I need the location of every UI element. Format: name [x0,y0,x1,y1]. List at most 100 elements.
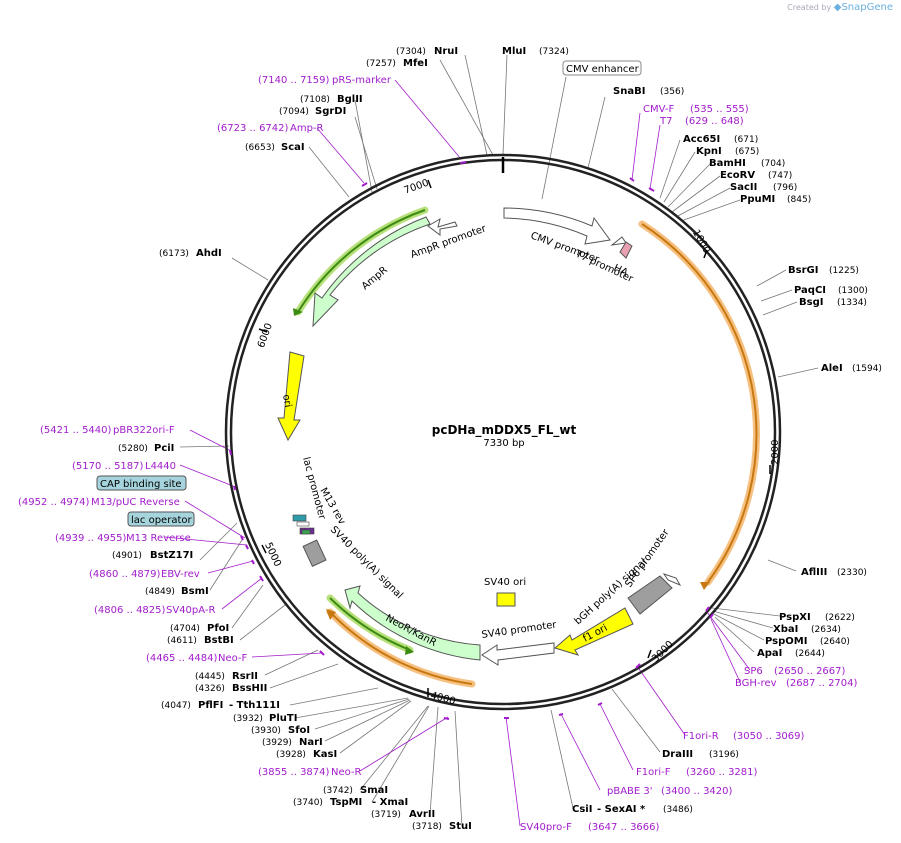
enzyme-stui: StuI [449,821,472,832]
enzyme-bsrgi-pos: (1225) [829,266,859,276]
orf-glow [638,220,760,586]
tick-2000: 2000 [770,440,781,465]
primer-ebv-rev: EBV-rev [161,569,200,580]
enzyme-scai: ScaI [281,142,305,153]
primer-f1ori-r-pos: (3050 .. 3069) [733,731,805,742]
label-ori: ori [280,394,293,409]
enzyme-bamhi: BamHI [709,158,746,169]
primer-neo-f: Neo-F [218,653,248,664]
sv40-promoter-arrow [481,642,555,666]
enzyme-pspxi: PspXI [779,612,811,623]
enzyme-ahdi: AhdI [196,248,222,259]
tick-4000: 4000 [429,690,456,707]
label-sv40-polya: SV40 poly(A) signal [328,524,405,601]
primer-pbr322ori-f: pBR322ori-F [113,425,175,436]
svg-text:CAP binding site: CAP binding site [100,479,182,490]
sp6-promoter-arrow [662,573,682,587]
enzyme-avrii-pos: (3719) [371,810,401,820]
enzyme-pluti-pos: (3932) [233,714,263,724]
enzyme-nari: NarI [299,737,323,748]
tick-6000: 6000 [256,322,275,350]
neor-arrowhead [405,646,414,655]
orf-arrowhead [700,582,710,590]
primer-l4440-pos: (5170 .. 5187) [72,461,144,472]
enzyme-smai: SmaI [360,785,388,796]
backbone-outer [224,153,782,711]
enzyme-pspomi: PspOMI [765,636,807,647]
enzyme-kpni: KpnI [696,146,722,157]
enzyme-acc65i: Acc65I [683,134,720,145]
primer-m13-puc-reverse-pos: (4952 .. 4974) [18,497,90,508]
enzyme-sfoi-pos: (3930) [251,726,281,736]
primer-t7: T7 [659,116,672,127]
t7-promoter-arrow [610,236,627,246]
primer-m13-puc-reverse: M13/pUC Reverse [91,497,180,508]
primer-pbabe-3: pBABE 3' [607,786,653,797]
enzyme-stui-pos: (3718) [412,822,442,832]
enzyme-bstbi-pos: (4611) [167,636,197,646]
enzyme-bglii-pos: (7108) [300,95,330,105]
enzyme-kasi-pos: (3928) [276,750,306,760]
primer-prs-marker-pos: (7140 .. 7159) [258,75,330,86]
lac-promoter-glyph [292,514,315,535]
enzyme-snabi: SnaBI [613,86,645,97]
cmv-promoter-arrow [503,207,611,245]
enzyme-nari-pos: (3929) [262,738,292,748]
enzyme-sexai: - SexAI * [597,804,646,815]
enzyme-ecorv-pos: (747) [768,171,792,181]
enzyme-paqci: PaqCI [794,285,826,296]
bgh-polya-box [627,575,673,615]
enzyme-pcii: PciI [154,443,174,454]
enzyme-apai-pos: (2644) [795,649,825,659]
ampr-promoter-arrow [427,217,458,236]
enzyme-pluti: PluTI [269,713,297,724]
primer-bgh-rev: BGH-rev [735,678,777,689]
enzyme-bsshii: BssHII [232,683,267,694]
ampr-arrow [312,216,431,328]
enzyme-sfoi: SfoI [288,725,310,736]
primer-sv40pro-f: SV40pro-F [520,822,572,833]
enzyme-sgrdi: SgrDI [315,106,346,117]
label-sv40-promoter: SV40 promoter [481,619,558,641]
sv40-polya-box [302,539,327,568]
enzyme-bsmi-pos: (4849) [145,587,175,597]
primer-neo-r-pos: (3855 .. 3874) [258,767,330,778]
enzyme-nrui-pos: (7304) [396,47,426,57]
enzyme-mfei-pos: (7257) [366,59,396,69]
enzyme-bstz17i: BstZ17I [150,550,193,561]
enzyme-sgrdi-pos: (7094) [279,107,309,117]
enzyme-csii: CsiI [572,804,592,815]
enzyme-pspxi-pos: (2622) [825,613,855,623]
tick-7000: 7000 [403,178,431,197]
ori-arrow [277,351,305,442]
primer-f1ori-f-pos: (3260 .. 3281) [686,767,758,778]
enzyme-bsgi: BsgI [799,297,823,308]
primer-l4440: L4440 [145,461,176,472]
enzyme-sacii-pos: (796) [773,183,797,193]
enzyme-pfoi-pos: (4704) [170,624,200,634]
primer-sp6: SP6 [744,666,763,677]
enzyme-pflfi-pos: (4047) [161,701,191,711]
enzyme-bsshii-pos: (4326) [195,684,225,694]
snapgene-brand: Created by ◆SnapGene [787,2,893,13]
primer-prs-marker: pRS-marker [332,75,392,86]
primer-ebv-rev-pos: (4860 .. 4879) [89,569,161,580]
boxed-label-cmv-enhancer: CMV enhancer [562,60,642,76]
primer-leader-lines [164,79,751,827]
primer-neo-f-pos: (4465 .. 4484) [146,653,218,664]
ha-tag-box [619,241,633,259]
primer-cmv-f-pos: (535 .. 555) [690,104,749,115]
enzyme-afliii-pos: (2330) [837,568,867,578]
enzyme-mlui: MluI [502,46,526,57]
enzyme-pflfi: PflFI [198,700,223,711]
primer-amp-r-pos: (6723 .. 6742) [217,123,289,134]
enzyme-alei-pos: (1594) [852,364,882,374]
enzyme-acc65i-pos: (671) [734,135,758,145]
enzyme-tspmi-pos: (3740) [293,798,323,808]
snapgene-logo-icon: ◆ [833,2,842,13]
enzyme-sacii: SacII [730,182,757,193]
primer-pbr322ori-f-pos: (5421 .. 5440) [40,425,112,436]
enzyme-bamhi-pos: (704) [761,159,785,169]
enzyme-xmai: - XmaI [372,797,408,808]
